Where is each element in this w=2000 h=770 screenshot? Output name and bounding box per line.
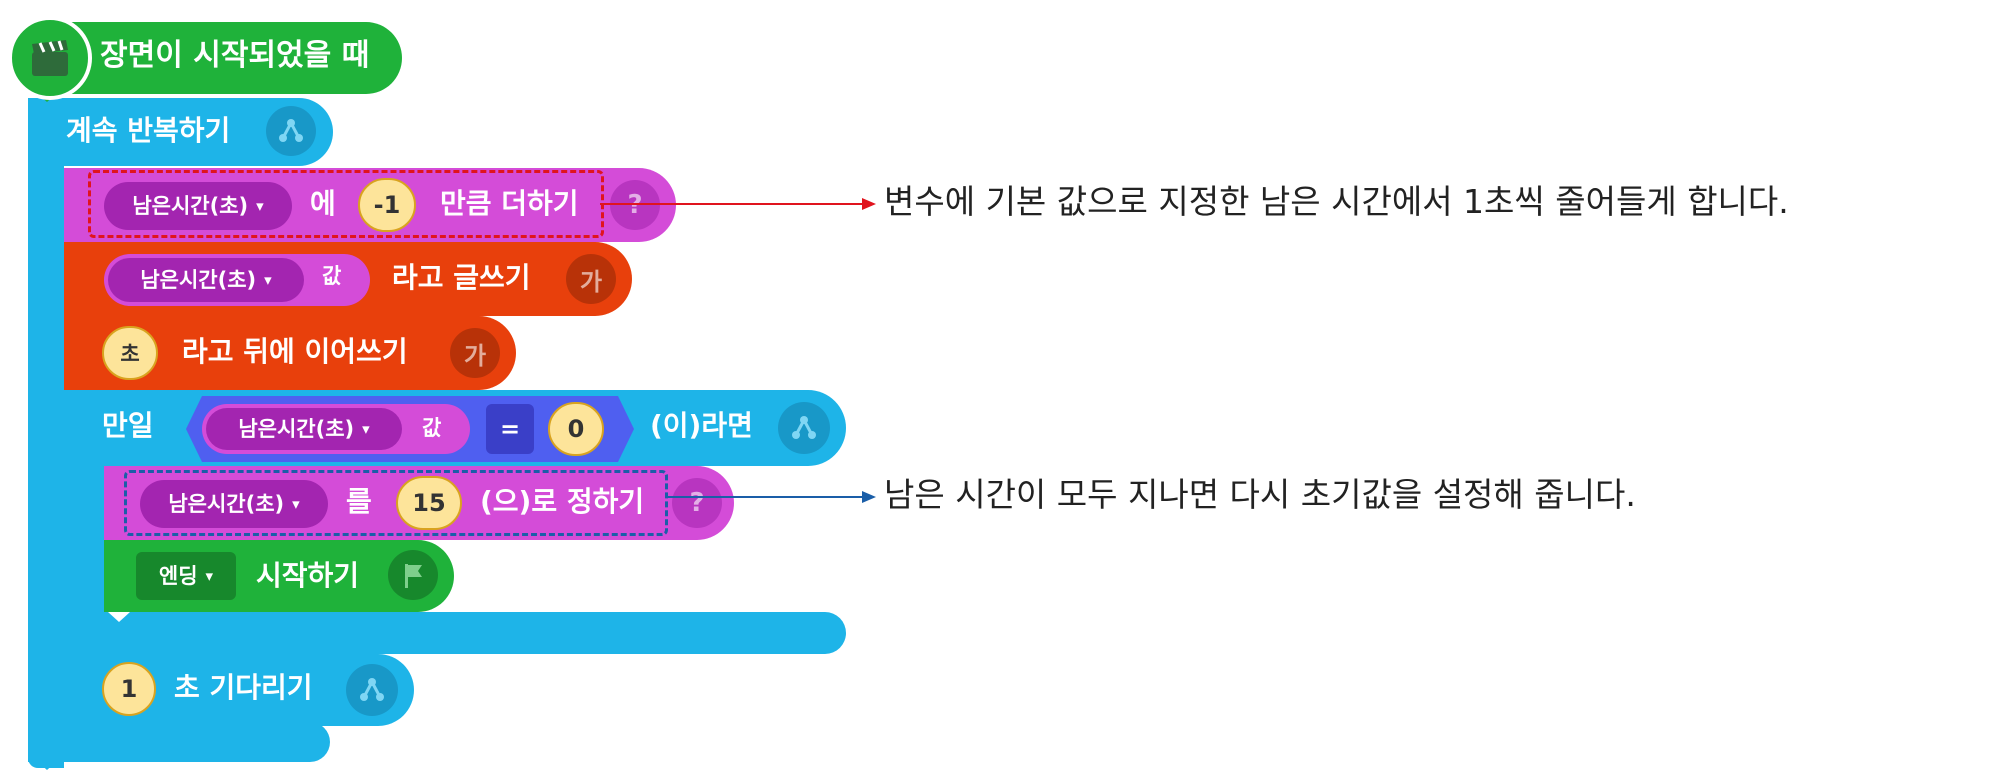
variable-name: 남은시간(초) <box>140 267 257 292</box>
chevron-down-icon: ▾ <box>264 270 272 289</box>
variable-name: 남은시간(초) <box>168 491 285 516</box>
repeat-forever-notch <box>36 760 58 770</box>
set-value-input[interactable]: 15 <box>396 476 462 530</box>
start-scene-suffix-label: 시작하기 <box>256 559 360 592</box>
chevron-down-icon: ▾ <box>362 419 370 438</box>
chevron-down-icon: ▾ <box>205 566 214 585</box>
chevron-down-icon: ▾ <box>292 494 300 513</box>
annotation-arrow-blue <box>668 491 876 503</box>
wait-seconds-input[interactable]: 1 <box>102 662 156 716</box>
variable-dropdown[interactable]: 남은시간(초) ▾ <box>206 408 402 450</box>
set-suffix-label: (으)로 정하기 <box>480 485 645 518</box>
add-connector-label: 에 <box>310 187 336 220</box>
repeat-forever-arm <box>28 98 64 768</box>
repeat-forever-label: 계속 반복하기 <box>66 114 231 147</box>
variable-dropdown[interactable]: 남은시간(초) ▾ <box>108 258 304 302</box>
scene-dropdown[interactable]: 엔딩 ▾ <box>136 552 236 600</box>
compare-value-input[interactable]: 0 <box>548 402 604 456</box>
scene-name: 엔딩 <box>158 563 198 588</box>
flag-icon <box>388 550 438 600</box>
text-icon: 가 <box>450 328 500 378</box>
variable-dropdown[interactable]: 남은시간(초) ▾ <box>140 480 328 528</box>
annotation-text-2: 남은 시간이 모두 지나면 다시 초기값을 설정해 줍니다. <box>884 475 1636 514</box>
add-amount-input[interactable]: -1 <box>358 178 416 232</box>
chevron-down-icon: ▾ <box>256 196 264 215</box>
value-word-label: 값 <box>422 416 442 440</box>
wait-suffix-label: 초 기다리기 <box>174 671 313 704</box>
flow-icon <box>778 402 830 454</box>
if-prefix-label: 만일 <box>102 409 154 442</box>
flow-icon <box>346 664 398 716</box>
variable-name: 남은시간(초) <box>132 193 249 218</box>
append-suffix-label: 라고 뒤에 이어쓰기 <box>182 335 408 368</box>
if-block-bottom-notch <box>108 612 130 622</box>
text-icon: 가 <box>566 254 616 304</box>
annotation-text-1: 변수에 기본 값으로 지정한 남은 시간에서 1초씩 줄어들게 합니다. <box>884 182 1789 221</box>
set-connector-label: 를 <box>346 485 372 518</box>
highlight-box-blue <box>124 470 668 536</box>
variable-dropdown[interactable]: 남은시간(초) ▾ <box>104 182 292 230</box>
when-scene-starts-label: 장면이 시작되었을 때 <box>100 38 370 73</box>
if-block-arm <box>64 390 104 652</box>
variable-name: 남은시간(초) <box>238 416 355 441</box>
value-word-label: 값 <box>322 264 342 288</box>
flow-icon <box>266 106 316 156</box>
if-block-bottom <box>64 612 846 654</box>
operator-dropdown[interactable]: = <box>486 404 534 454</box>
help-icon[interactable]: ? <box>672 478 722 528</box>
add-suffix-label: 만큼 더하기 <box>440 187 579 220</box>
highlight-box-red <box>88 170 604 238</box>
block-notch <box>70 724 92 734</box>
if-suffix-label: (이)라면 <box>650 409 753 442</box>
clapperboard-icon <box>8 16 92 100</box>
write-suffix-label: 라고 글쓰기 <box>392 261 531 294</box>
annotation-arrow-red <box>600 198 876 210</box>
append-text-input[interactable]: 초 <box>102 326 158 380</box>
